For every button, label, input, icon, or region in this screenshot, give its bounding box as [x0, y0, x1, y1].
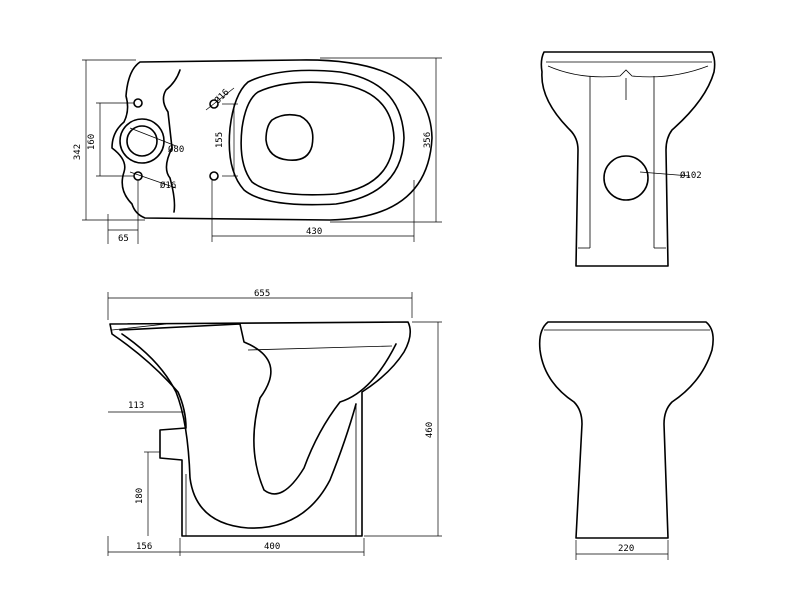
dim-65: 65 [107, 180, 139, 244]
inlet-diameter-label: Ø80 [168, 144, 184, 155]
dim-65-label: 65 [118, 234, 129, 244]
bracket-outline [162, 69, 181, 213]
dim-342: 342 [73, 59, 145, 221]
fixing-hole-right-label: Ø16 [212, 87, 231, 106]
top-view-outline [111, 59, 433, 221]
fixing-hole-top [133, 98, 143, 108]
bowl-rim-outer [228, 69, 405, 206]
bowl-rim-inner [240, 81, 395, 196]
dim-356-label: 356 [423, 132, 433, 148]
dim-430: 430 [211, 180, 415, 242]
dim-156-label: 156 [136, 542, 152, 552]
top-view: 342 160 Ø80 Ø16 Ø16 155 356 [73, 57, 442, 244]
dim-113: 113 [108, 401, 184, 413]
dim-220: 220 [575, 540, 669, 560]
back-view: 220 [538, 321, 714, 560]
dim-400-label: 400 [264, 542, 280, 552]
dim-655-label: 655 [254, 289, 270, 299]
side-view-inner [119, 323, 397, 495]
dim-356: 356 [320, 57, 442, 223]
dim-180-label: 180 [135, 488, 145, 504]
dim-460: 460 [364, 321, 442, 537]
side-view-outer [109, 321, 412, 537]
dim-160: 160 [87, 102, 134, 177]
front-view: Ø102 [540, 51, 716, 267]
dim-156-400: 156 400 [107, 536, 365, 556]
dim-430-label: 430 [306, 227, 322, 237]
front-view-outline [540, 51, 716, 267]
bowl-opening [265, 113, 314, 162]
side-view: 655 460 113 180 156 400 [107, 289, 442, 556]
outlet-circle [603, 155, 649, 201]
fixing-hole-bottom-label: Ø16 [160, 180, 176, 191]
dim-220-label: 220 [618, 544, 634, 554]
dim-113-label: 113 [128, 401, 144, 411]
fixing-hole-right-bottom [209, 171, 219, 181]
fixing-hole-right-top [209, 99, 219, 109]
dim-460-label: 460 [425, 422, 435, 438]
dim-155-label: 155 [215, 132, 225, 148]
dim-342-label: 342 [73, 144, 83, 160]
dim-655: 655 [107, 289, 413, 320]
inlet-circle-inner [126, 125, 158, 157]
back-view-outline [538, 321, 714, 539]
dim-180: 180 [135, 451, 160, 536]
outlet-diameter-label: Ø102 [680, 170, 702, 181]
dim-155: 155 [215, 103, 238, 177]
dim-160-label: 160 [87, 134, 97, 150]
